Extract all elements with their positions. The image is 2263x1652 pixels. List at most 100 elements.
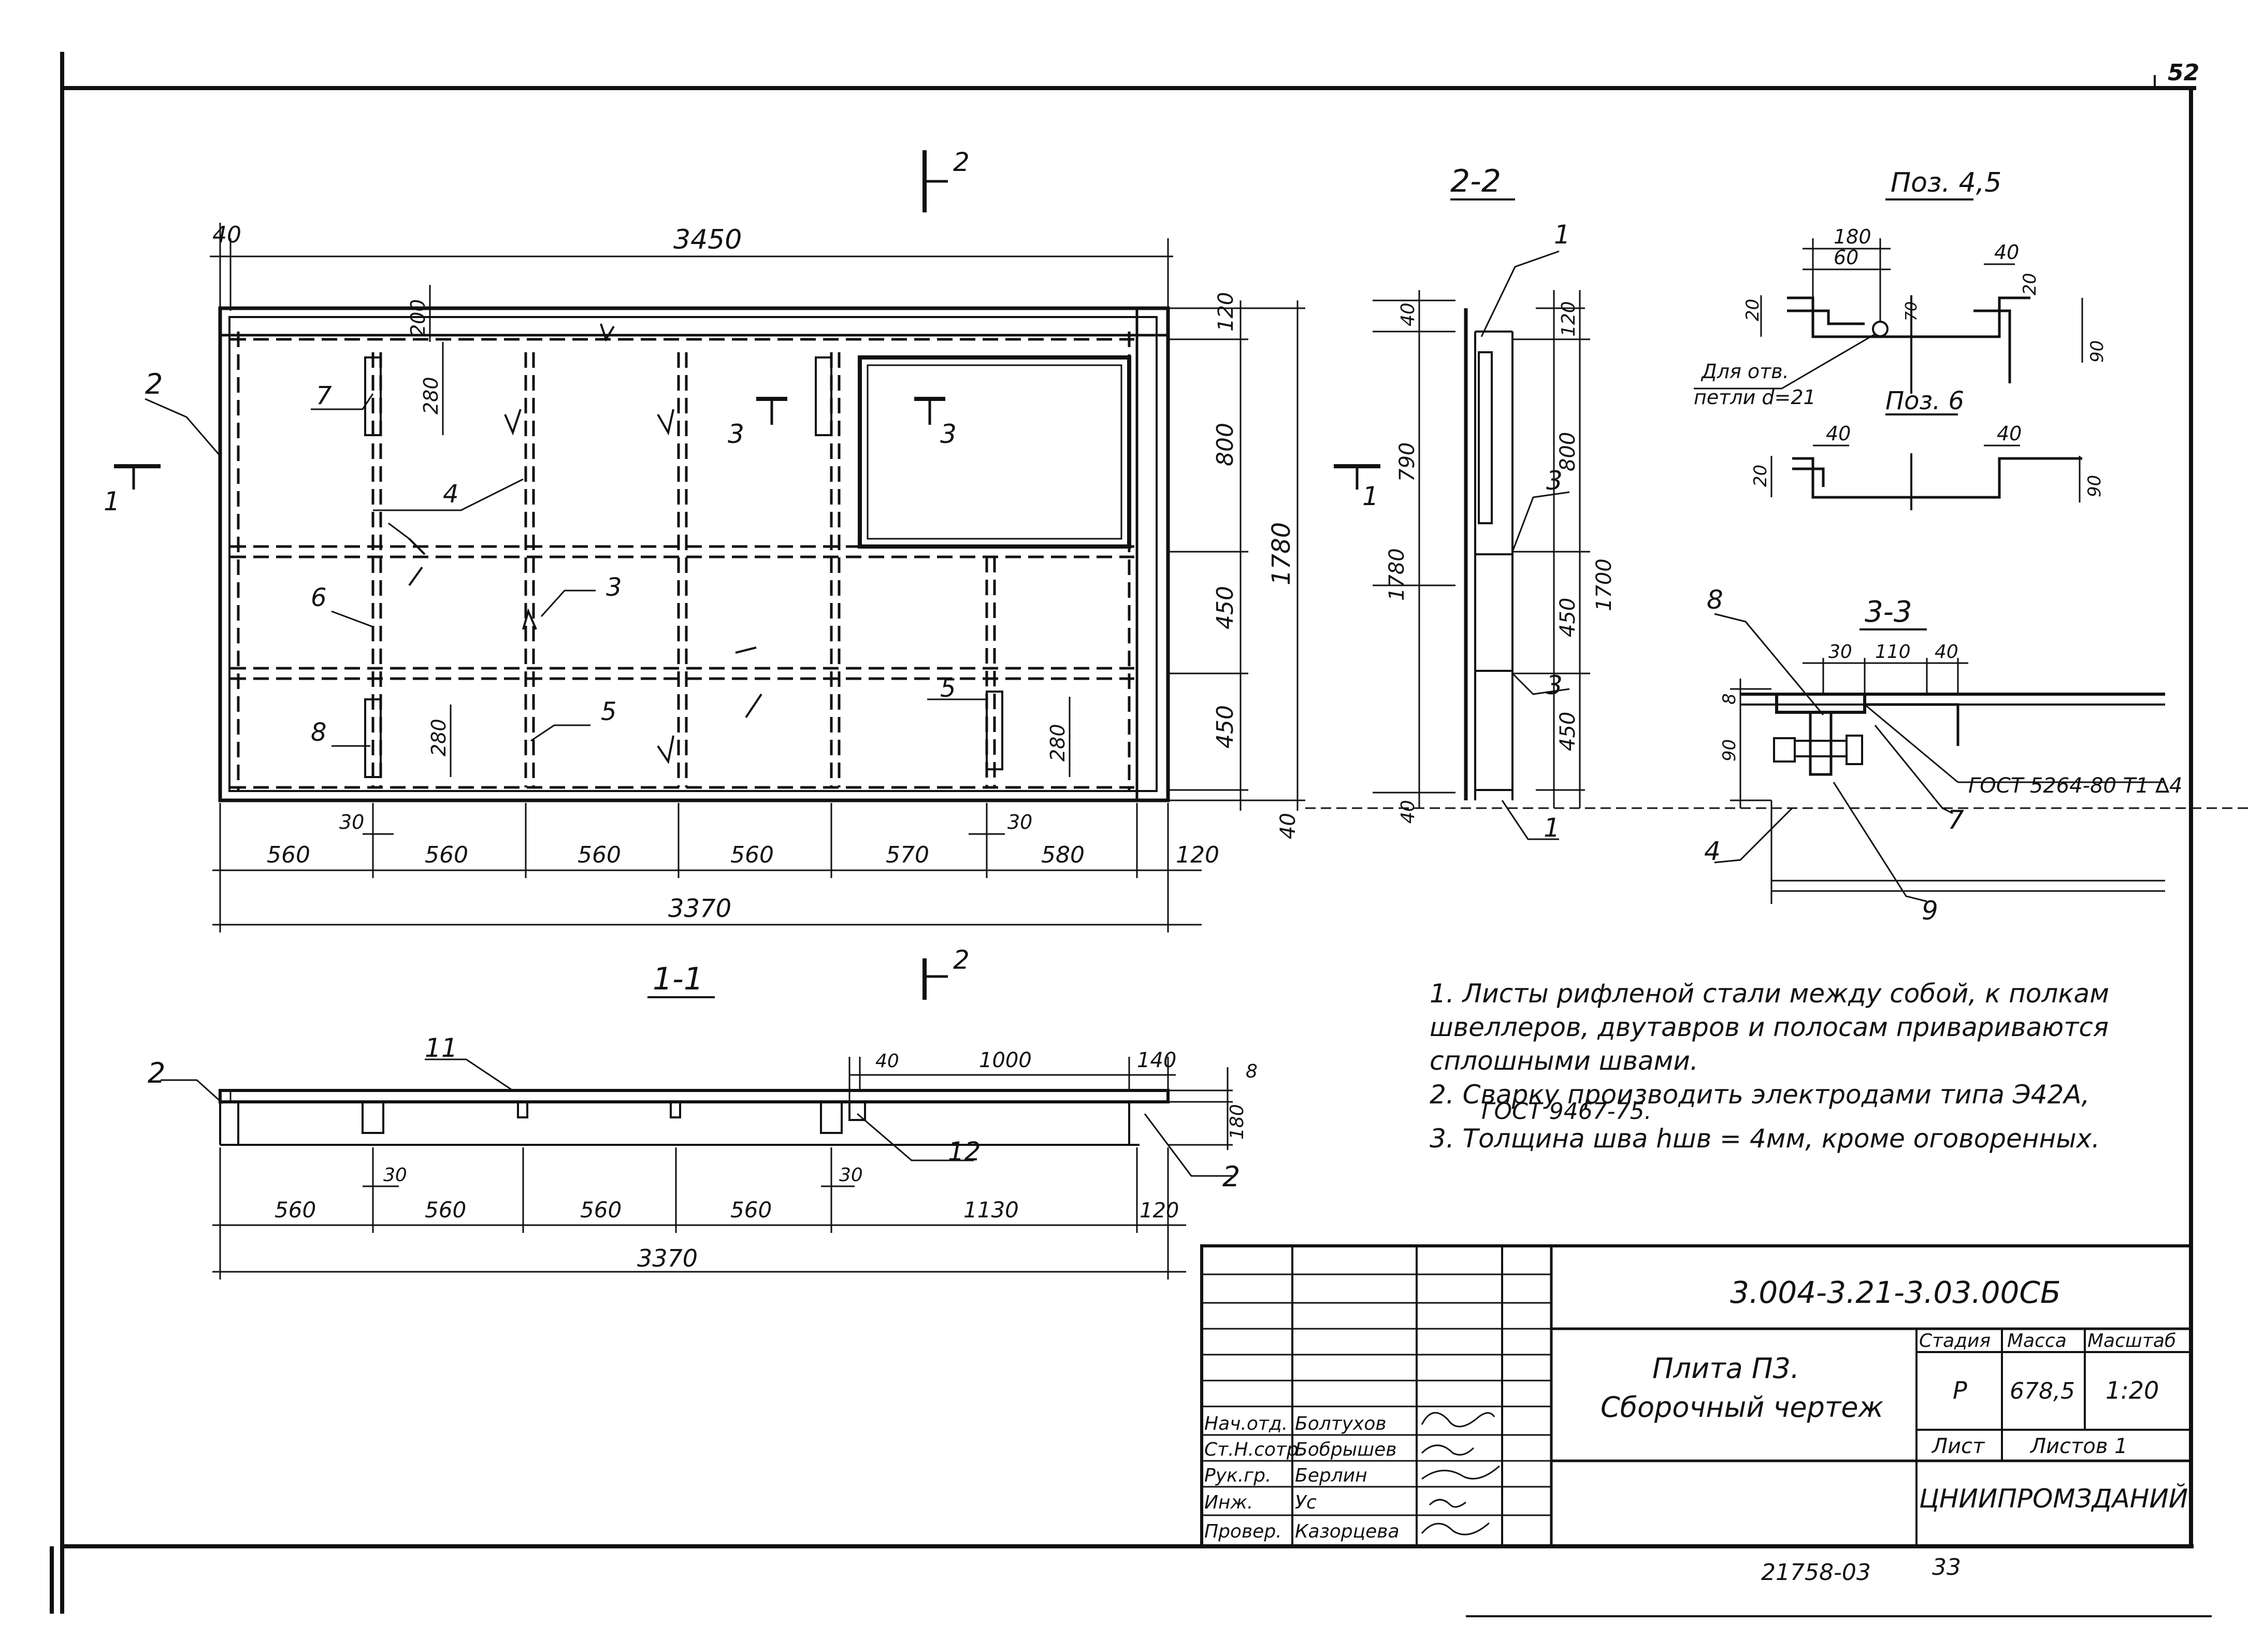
- s33-weld-note: ГОСТ 5264-80 Т1 ∆4: [1968, 774, 2183, 798]
- section-mark-2-bottom: 2: [953, 945, 970, 975]
- s33-pos-7: 7: [1948, 805, 1964, 835]
- plan-dim-right-800: 800: [1212, 423, 1238, 466]
- plan-dim-bottom-3: 560: [578, 842, 621, 868]
- s11-dim-140: 140: [1137, 1048, 1176, 1072]
- s11-dim-bottom-4: 560: [730, 1197, 772, 1223]
- pos45-dim-70: 70: [1902, 301, 1921, 321]
- tb-role-3: Рук.гр.: [1204, 1465, 1271, 1486]
- section-2-2-view: [1373, 250, 1590, 840]
- plan-dim-top-40: 40: [212, 222, 241, 248]
- plan-dim-bottom-1: 560: [267, 842, 310, 868]
- pos-6-view: [1770, 444, 2082, 510]
- s22-dim-left-1780: 1780: [1385, 548, 1409, 601]
- section-mark-3-right: 3: [940, 419, 957, 449]
- s33-dim-30: 30: [1828, 641, 1852, 663]
- s22-dim-right-800: 800: [1556, 432, 1580, 471]
- pos6-dim-90: 90: [2084, 475, 2105, 497]
- plan-local-dim-280a: 280: [420, 377, 442, 414]
- section-mark-1-left: 1: [104, 486, 120, 516]
- general-notes: 1. Листы рифленой стали между собой, к п…: [1430, 979, 2109, 1154]
- plan-dim-bottom-2: 560: [425, 842, 468, 868]
- section-1-1-view: [161, 1057, 1233, 1280]
- s11-dim-bottom-3: 560: [580, 1197, 622, 1223]
- pos45-dim-20a: 20: [1742, 299, 1763, 321]
- plan-dim-right-450a: 450: [1212, 586, 1238, 629]
- signature-marks: [1421, 1412, 1500, 1535]
- tb-scale-header: Масштаб: [2087, 1330, 2176, 1352]
- section-2-2-title: 2-2: [1450, 163, 1501, 199]
- note-line-3: сплошными швами.: [1430, 1046, 1698, 1076]
- tb-role-5: Провер.: [1204, 1521, 1282, 1542]
- sheet-number: 52: [2168, 60, 2199, 86]
- plan-dim-overall-right: 1780: [1267, 522, 1296, 585]
- plan-local-dim-280c: 280: [1046, 724, 1069, 762]
- pos45-dim-180: 180: [1834, 225, 1871, 248]
- section-3-3-title: 3-3: [1865, 595, 1912, 629]
- pos45-dim-20b: 20: [2020, 273, 2040, 295]
- s22-dim-right-450a: 450: [1556, 598, 1580, 637]
- plan-pos-7: 7: [316, 381, 332, 410]
- section-mark-3-left: 3: [728, 419, 744, 449]
- s33-pos-9: 9: [1922, 896, 1938, 926]
- plan-dim-overall-bottom: 3370: [668, 894, 731, 923]
- plan-dim-bottom-4: 560: [730, 842, 774, 868]
- s11-dim-bottom-5: 1130: [963, 1197, 1019, 1223]
- s11-pos-2-left: 2: [148, 1057, 165, 1089]
- s22-pos-1-top: 1: [1554, 220, 1570, 250]
- plan-pos-5a: 5: [601, 697, 617, 726]
- s11-dim-8: 8: [1246, 1061, 1258, 1082]
- s11-dim-bottom-1: 560: [275, 1197, 316, 1223]
- section-mark-2-top: 2: [953, 147, 970, 177]
- s11-pos-12: 12: [948, 1137, 981, 1167]
- s33-dim-110: 110: [1875, 641, 1911, 663]
- plan-pos-6: 6: [311, 583, 327, 612]
- tb-mass-header: Масса: [2007, 1330, 2067, 1352]
- tb-name-2: Бобрышев: [1295, 1439, 1397, 1460]
- s33-dim-90: 90: [1719, 739, 1740, 762]
- s11-pos-11: 11: [425, 1033, 458, 1063]
- s11-pos-2-right: 2: [1222, 1160, 1240, 1193]
- s33-pos-8: 8: [1707, 585, 1723, 615]
- s22-pos-3a: 3: [1546, 466, 1563, 496]
- tb-sheets-label: Листов 1: [2029, 1434, 2128, 1458]
- pos6-dim-40b: 40: [1997, 422, 2022, 445]
- pos6-dim-40a: 40: [1826, 422, 1851, 445]
- pos45-dim-60: 60: [1834, 246, 1858, 269]
- plan-view: [114, 150, 2248, 1000]
- tb-name-1: Болтухов: [1295, 1413, 1387, 1434]
- tb-designation: 3.004-3.21-3.03.00СБ: [1730, 1275, 2061, 1310]
- tb-name-5: Казорцева: [1295, 1521, 1400, 1542]
- s22-dim-left-790: 790: [1395, 442, 1419, 482]
- tb-name-4: Ус: [1295, 1492, 1317, 1513]
- tb-role-1: Нач.отд.: [1204, 1413, 1288, 1434]
- pos-6-title: Поз. 6: [1885, 386, 1964, 415]
- plan-pos-4: 4: [443, 480, 459, 509]
- plan-local-dim-30b: 30: [1007, 811, 1032, 834]
- note-line-2: швеллеров, двутавров и полосам приварива…: [1430, 1012, 2109, 1042]
- plan-dim-right-120: 120: [1214, 292, 1238, 332]
- s22-dim-right-450b: 450: [1556, 712, 1580, 751]
- plan-local-dim-200: 200: [407, 299, 429, 337]
- s33-dim-8: 8: [1719, 693, 1740, 705]
- footer-doc-number: 21758-03: [1761, 1559, 1871, 1586]
- s22-dim-left-40a: 40: [1397, 303, 1419, 326]
- section-mark-1-right: 1: [1362, 481, 1379, 511]
- plan-dim-bottom-6: 580: [1041, 842, 1085, 868]
- pos45-dim-90: 90: [2087, 340, 2108, 363]
- section-1-1-title: 1-1: [653, 961, 703, 997]
- tb-sheet-label: Лист: [1931, 1434, 1985, 1458]
- tb-name-3: Берлин: [1295, 1465, 1367, 1486]
- pos-4-5-title: Поз. 4,5: [1891, 167, 2001, 198]
- tb-role-4: Инж.: [1204, 1492, 1253, 1513]
- plan-dim-bottom-7: 120: [1176, 842, 1219, 868]
- note-line-4: 2. Сварку производить электродами типа Э…: [1430, 1080, 2089, 1110]
- tb-stage-header: Стадия: [1919, 1330, 1991, 1352]
- note-line-5: ГОСТ 9467-75.: [1481, 1098, 1652, 1125]
- plan-dim-right-450b: 450: [1212, 705, 1238, 749]
- s22-dim-left-40b: 40: [1397, 800, 1419, 824]
- pos-4-5-view: [1694, 238, 2083, 394]
- plan-dim-right-40: 40: [1276, 813, 1300, 839]
- s11-dim-180: 180: [1227, 1104, 1248, 1140]
- plan-local-dim-30a: 30: [339, 811, 364, 834]
